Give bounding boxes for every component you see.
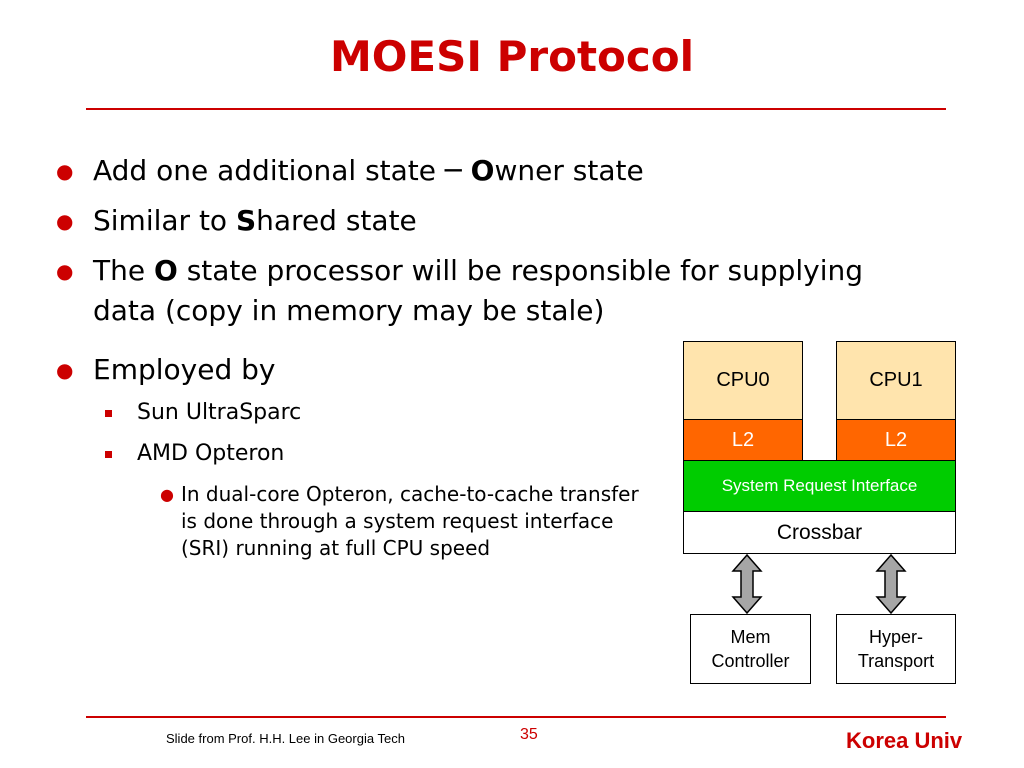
bullet-text: hared state	[256, 204, 417, 237]
hypertransport-line1: Hyper-	[868, 627, 923, 647]
mem-controller-line2: Controller	[711, 651, 790, 671]
slide-credit: Slide from Prof. H.H. Lee in Georgia Tec…	[166, 731, 405, 746]
slide-title: MOESI Protocol	[329, 32, 695, 81]
bullet-bold-letter: O	[153, 254, 178, 287]
bullet-dot-icon: ●	[56, 259, 74, 283]
l2-cache-right: L2	[836, 419, 956, 461]
sub-bullet-text: Sun UltraSparc	[137, 400, 302, 425]
double-arrow-icon	[731, 553, 763, 615]
square-bullet-icon	[105, 410, 112, 417]
bullet-dot-icon: ●	[56, 209, 74, 233]
title-divider	[86, 108, 946, 110]
brand-logo-text: Korea Univ	[846, 728, 963, 753]
crossbar-box: Crossbar	[683, 511, 956, 554]
bullet-text: Add one additional state ─	[93, 154, 471, 187]
bullet-text: wner state	[494, 154, 644, 187]
footer-divider	[86, 716, 946, 718]
bullet-text: state processor will be responsible for …	[177, 254, 864, 287]
bullet-text: data (copy in memory may be stale)	[93, 294, 605, 327]
sub-bullet-text: AMD Opteron	[137, 441, 285, 466]
bullet-text: Employed by	[93, 353, 276, 386]
bullet-bold-letter: S	[235, 204, 257, 237]
bullet-dot-icon: ●	[160, 485, 174, 504]
hypertransport-line2: Transport	[857, 651, 935, 671]
mem-controller-line1: Mem	[730, 627, 771, 647]
bullet-dot-icon: ●	[56, 159, 74, 183]
bullet-text: Similar to	[93, 204, 236, 237]
hypertransport-box: Hyper- Transport	[836, 614, 956, 684]
sub-sub-bullet-text: In dual-core Opteron, cache-to-cache tra…	[181, 482, 639, 560]
double-arrow-icon	[875, 553, 907, 615]
bullet-dot-icon: ●	[56, 358, 74, 382]
cpu1-box: CPU1	[836, 341, 956, 420]
mem-controller-box: Mem Controller	[690, 614, 811, 684]
square-bullet-icon	[105, 451, 112, 458]
bullet-text: The	[93, 254, 154, 287]
bullet-bold-letter: O	[470, 154, 495, 187]
page-number: 35	[520, 726, 538, 743]
